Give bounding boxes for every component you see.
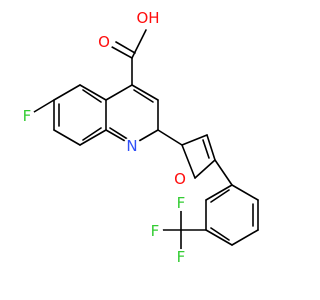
- bond: [205, 184, 233, 201]
- bond: [214, 159, 233, 186]
- atom-symbol: F: [177, 194, 186, 212]
- bond: [157, 129, 183, 146]
- bond: [82, 89, 102, 103]
- bond: [111, 46, 133, 59]
- atom-symbol: F: [151, 222, 160, 240]
- bond: [181, 134, 208, 146]
- atom-acid-oh: OH: [136, 8, 160, 28]
- atom-symbol: N: [126, 137, 137, 155]
- structure-canvas: F OH O N O F F F: [19, 8, 259, 266]
- bond: [79, 84, 107, 101]
- bond: [231, 229, 259, 246]
- atom-cf3-f3: F: [173, 248, 189, 266]
- bonds: [33, 29, 259, 251]
- bond: [115, 41, 136, 54]
- bond: [206, 134, 216, 161]
- atom-ring-n: N: [123, 137, 141, 155]
- bond: [133, 89, 154, 103]
- atom-symbol: O: [174, 170, 186, 188]
- atom-furan-o: O: [171, 170, 189, 188]
- bond: [33, 99, 55, 113]
- atom-acid-o: O: [95, 33, 113, 51]
- bond: [131, 29, 147, 59]
- atom-cf3-f2: F: [147, 222, 163, 240]
- atom-symbol: F: [23, 107, 32, 125]
- bond: [131, 84, 159, 101]
- bond: [205, 229, 233, 246]
- bond: [79, 129, 107, 146]
- atom-symbol: O: [98, 33, 110, 51]
- bond: [210, 227, 230, 241]
- bond: [53, 129, 81, 146]
- bond: [105, 84, 133, 101]
- bond: [181, 144, 196, 179]
- bond: [210, 189, 230, 203]
- atom-labels: F OH O N O F F F: [19, 8, 189, 266]
- bond: [202, 139, 210, 159]
- atom-symbol: F: [177, 248, 186, 266]
- atom-symbol: OH: [136, 9, 159, 27]
- bond: [231, 184, 259, 201]
- atom-cf3-f1: F: [173, 194, 189, 212]
- molecule-drawing: F OH O N O F F F: [19, 8, 259, 266]
- bond: [53, 84, 81, 101]
- atom-fluoro-left: F: [19, 107, 35, 125]
- bond: [82, 127, 102, 141]
- bond: [109, 127, 130, 141]
- bond: [194, 159, 216, 179]
